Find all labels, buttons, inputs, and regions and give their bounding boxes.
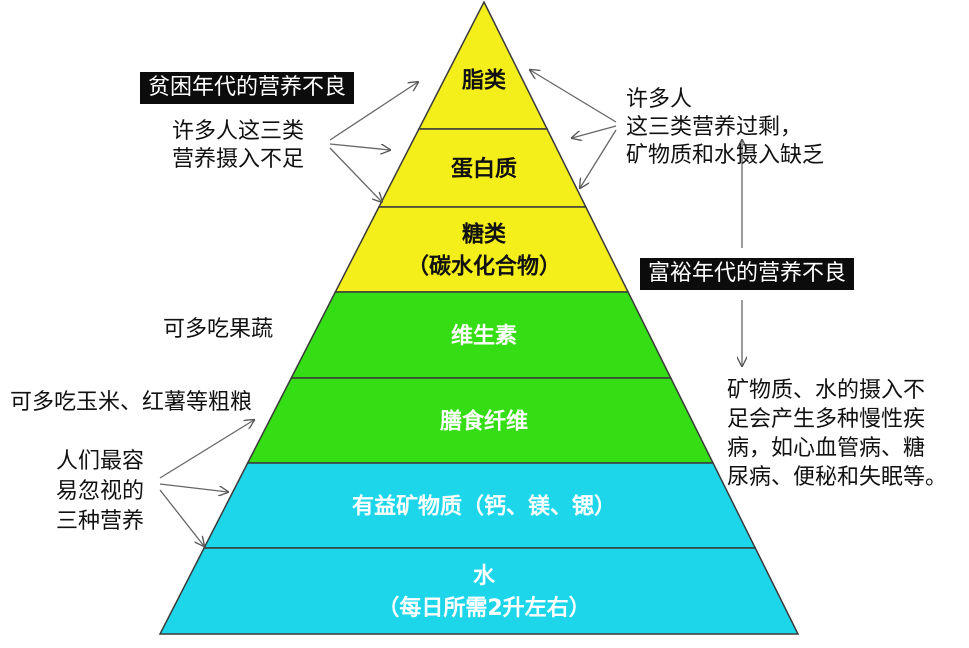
neglected-note-line: 三种营养	[56, 509, 145, 534]
arrow-excess-to-fat	[530, 70, 617, 123]
pyramid-layer-label: 水	[473, 564, 496, 589]
arrow-insufficient-to-protein	[329, 143, 390, 150]
arrow-neglected-to-minerals	[159, 483, 228, 492]
arrow-neglected-to-water	[159, 489, 204, 546]
pyramid-layer	[158, 547, 800, 635]
arrow-insufficient-to-fat	[329, 82, 418, 141]
neglected-note-line: 易忽视的	[56, 479, 145, 504]
poor-era-label: 贫困年代的营养不良	[140, 72, 355, 104]
pyramid-layer-label: 蛋白质	[451, 156, 517, 182]
disease-note: 矿物质、水的摄入不 足会产生多种慢性疾 病，如心血管病、糖 尿病、便秘和失眠等。	[727, 376, 947, 492]
insufficient-note-line: 营养摄入不足	[172, 147, 305, 172]
coarse-grain-note: 可多吃玉米、红薯等粗粮	[10, 390, 253, 415]
fruit-veg-note: 可多吃果蔬	[163, 317, 274, 342]
pyramid-layer-label: 维生素	[451, 323, 517, 349]
insufficient-note-line: 许多人这三类	[172, 119, 305, 144]
pyramid-layer	[417, 0, 549, 130]
neglected-note: 人们最容 易忽视的 三种营养	[56, 447, 144, 537]
excess-note: 许多人 这三类营养过剩， 矿物质和水摄入缺乏	[626, 86, 824, 170]
arrow-excess-to-sugar	[580, 129, 617, 188]
excess-note-line: 矿物质和水摄入缺乏	[626, 143, 825, 168]
excess-note-line: 许多人	[626, 87, 693, 112]
disease-note-line: 矿物质、水的摄入不	[727, 378, 926, 403]
disease-note-line: 足会产生多种慢性疾	[727, 407, 926, 432]
disease-note-line: 尿病、便秘和失眠等。	[727, 465, 948, 490]
pyramid-layer-label: （每日所需2升左右）	[377, 595, 590, 621]
pyramid-layer-label: 脂类	[462, 68, 507, 94]
arrow-excess-to-protein	[572, 125, 617, 138]
disease-note-line: 病，如心血管病、糖	[727, 436, 926, 461]
pyramid-layer-label: 膳食纤维	[440, 409, 528, 435]
rich-era-label: 富裕年代的营养不良	[640, 258, 855, 290]
pyramid-layer-label: 糖类	[462, 222, 507, 248]
arrow-insufficient-to-sugar	[329, 147, 382, 202]
arrow-neglected-to-fiber	[159, 420, 254, 479]
neglected-note-line: 人们最容	[56, 449, 145, 474]
pyramid-layer-label: 有益矿物质（钙、镁、锶）	[352, 494, 616, 520]
pyramid-layer-label: （碳水化合物）	[407, 254, 561, 280]
insufficient-note: 许多人这三类 营养摄入不足	[172, 118, 304, 174]
excess-note-line: 这三类营养过剩，	[626, 115, 803, 140]
